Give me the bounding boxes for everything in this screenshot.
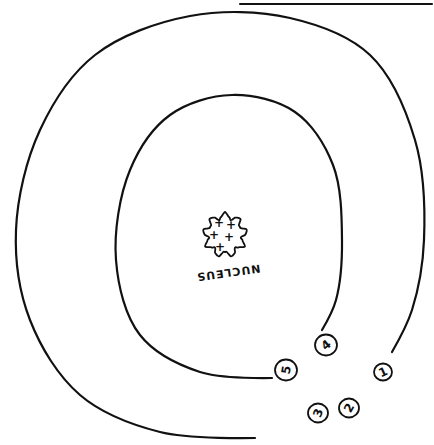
charge-sign: + bbox=[224, 231, 234, 243]
nucleus-label: NUCLEUS bbox=[195, 262, 260, 282]
electron-circle bbox=[374, 364, 392, 381]
electron-circle bbox=[308, 404, 328, 423]
top-stroke bbox=[240, 3, 432, 5]
electron: 1 bbox=[373, 362, 393, 382]
electron: 5 bbox=[274, 358, 298, 382]
electron: 2 bbox=[338, 397, 360, 419]
nucleus-blob bbox=[203, 212, 247, 256]
charge-sign: + bbox=[226, 219, 236, 231]
charge-sign: + bbox=[215, 241, 225, 253]
nucleus: +++++NUCLEUS bbox=[202, 212, 248, 258]
outer-orbit bbox=[16, 12, 425, 438]
electron: 3 bbox=[307, 402, 329, 424]
charge-sign: + bbox=[209, 229, 219, 241]
inner-orbit bbox=[116, 95, 342, 378]
electron-circle bbox=[339, 399, 359, 418]
electron-circle bbox=[315, 335, 337, 356]
charge-sign: + bbox=[214, 217, 224, 229]
electron-circle bbox=[275, 360, 297, 381]
electron: 4 bbox=[314, 333, 338, 357]
